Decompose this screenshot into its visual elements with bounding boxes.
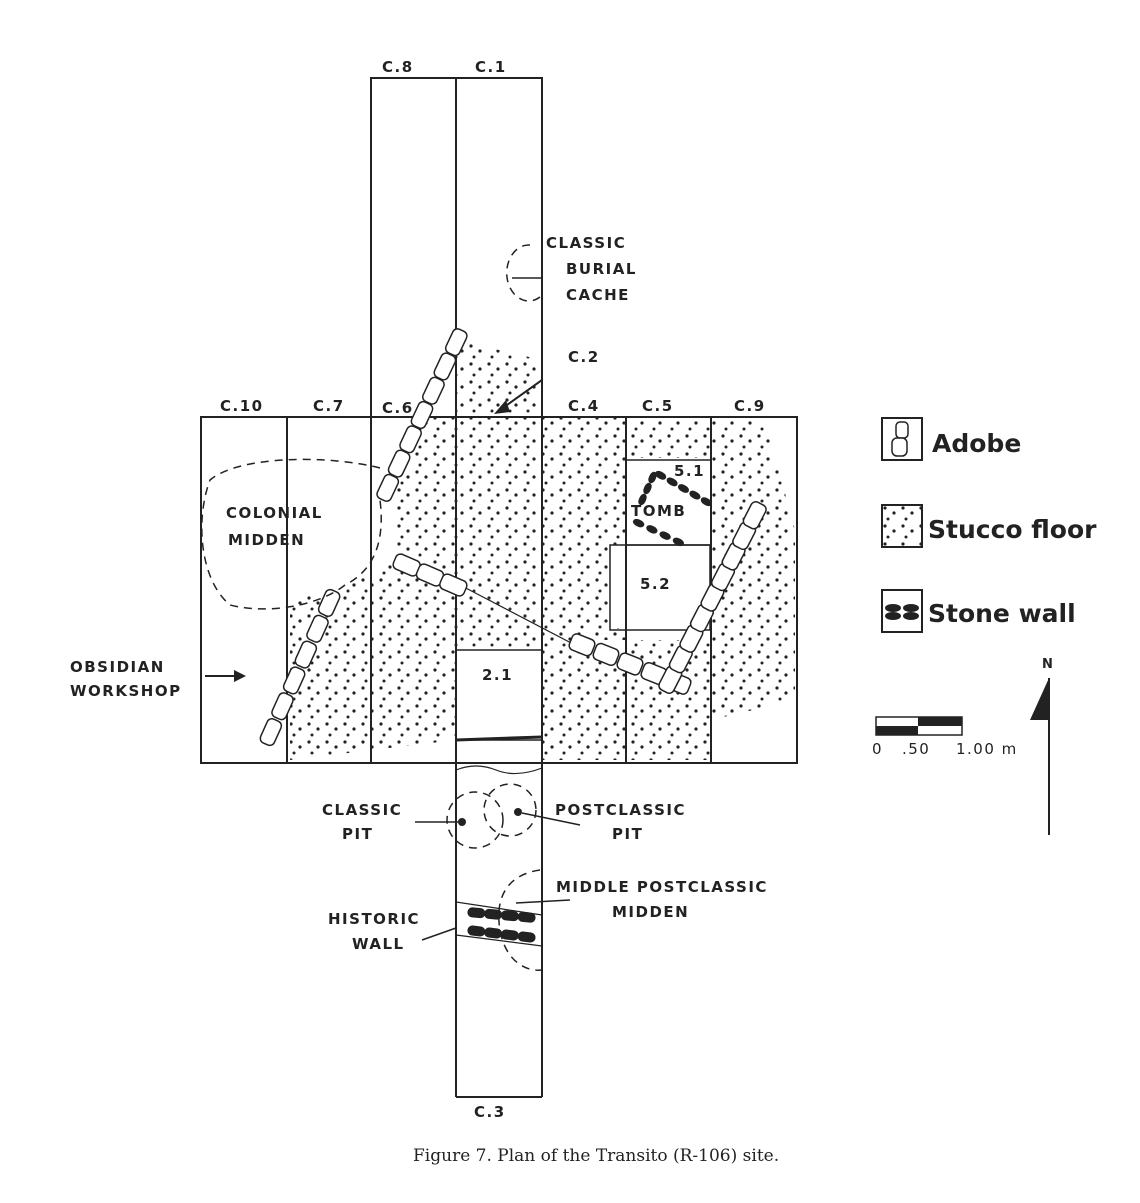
label-workshop: WORKSHOP bbox=[70, 682, 182, 700]
unit-c2: C.2 bbox=[568, 348, 600, 366]
label-classic-pit: CLASSIC bbox=[322, 801, 402, 819]
label-postclassic-pit: PIT bbox=[612, 825, 643, 843]
unit-c1: C.1 bbox=[475, 58, 507, 76]
adobe-walls bbox=[259, 328, 767, 747]
label-midden: MIDDEN bbox=[228, 531, 305, 549]
stone-block bbox=[484, 927, 503, 939]
c2-arrowhead bbox=[494, 400, 510, 414]
stone-block bbox=[666, 477, 678, 487]
tomb-label: TOMB bbox=[631, 502, 686, 520]
adobe-block bbox=[410, 400, 434, 430]
unit-5-1: 5.1 bbox=[674, 462, 705, 480]
stone-block bbox=[467, 925, 486, 937]
label-wall: WALL bbox=[352, 935, 405, 953]
stone-block bbox=[677, 484, 690, 493]
figure-caption: Figure 7. Plan of the Transito (R-106) s… bbox=[413, 1146, 779, 1166]
adobe-block bbox=[742, 501, 767, 530]
stone-block bbox=[643, 482, 652, 495]
legend-stucco: Stucco floor bbox=[928, 515, 1097, 544]
unit-c9: C.9 bbox=[734, 397, 766, 415]
label-historic: HISTORIC bbox=[328, 910, 420, 928]
stone-block bbox=[659, 531, 671, 540]
stone-block bbox=[500, 929, 519, 941]
adobe-block bbox=[376, 473, 400, 502]
adobe-block bbox=[422, 376, 445, 405]
unit-5-2: 5.2 bbox=[640, 575, 671, 593]
label-pit: PIT bbox=[342, 825, 373, 843]
adobe-block bbox=[317, 588, 341, 617]
stone-block bbox=[648, 471, 657, 484]
adobe-block bbox=[294, 640, 318, 669]
pits bbox=[446, 783, 537, 849]
stone-block bbox=[655, 470, 667, 480]
legend: Adobe Stucco floor Stone wall bbox=[881, 417, 1097, 633]
stone-block bbox=[517, 931, 536, 943]
historic-wall bbox=[455, 901, 543, 947]
middle-postclassic-midden-outline bbox=[498, 869, 543, 971]
label-colonial: COLONIAL bbox=[226, 504, 323, 522]
tomb-stone-wall bbox=[632, 470, 712, 547]
label-mp-midden: MIDDEN bbox=[612, 903, 689, 921]
stone-block bbox=[500, 910, 519, 922]
legend-adobe: Adobe bbox=[932, 429, 1021, 458]
stone-block bbox=[638, 493, 647, 506]
stone-block bbox=[700, 497, 712, 507]
label-postclassic: POSTCLASSIC bbox=[555, 801, 686, 819]
adobe-block bbox=[433, 352, 457, 381]
unit-2-1: 2.1 bbox=[482, 666, 513, 684]
adobe-block bbox=[387, 449, 411, 478]
label-cache: CACHE bbox=[566, 286, 630, 304]
stone-block bbox=[689, 490, 701, 500]
label-burial: BURIAL bbox=[566, 260, 637, 278]
unit-c6: C.6 bbox=[382, 399, 414, 417]
adobe-block bbox=[592, 642, 620, 666]
adobe-block bbox=[282, 666, 306, 695]
scale-0: 0 bbox=[872, 740, 883, 758]
stone-block bbox=[467, 907, 486, 919]
north-arrow: N bbox=[1030, 657, 1054, 835]
colonial-midden-outline bbox=[201, 458, 382, 610]
adobe-block bbox=[271, 692, 294, 721]
stone-block bbox=[672, 537, 685, 547]
adobe-block bbox=[399, 425, 422, 454]
unit-c8: C.8 bbox=[382, 58, 414, 76]
stone-block bbox=[646, 525, 658, 534]
adobe-block bbox=[439, 573, 468, 597]
stucco-floor-areas bbox=[290, 340, 795, 760]
legend-stone-wall: Stone wall bbox=[928, 599, 1076, 628]
stone-block bbox=[484, 908, 503, 920]
adobe-block bbox=[568, 633, 596, 657]
adobe-block bbox=[306, 614, 329, 643]
scale-bar: 0 .50 1.00 m bbox=[872, 716, 1018, 758]
unit-labels: C.8 C.1 C.2 C.3 C.4 C.5 C.6 C.7 C.9 C.10… bbox=[220, 58, 766, 1121]
label-middle-postclassic: MIDDLE POSTCLASSIC bbox=[556, 878, 768, 896]
unit-c7: C.7 bbox=[313, 397, 345, 415]
label-obsidian: OBSIDIAN bbox=[70, 658, 165, 676]
label-classic: CLASSIC bbox=[546, 234, 626, 252]
unit-c5: C.5 bbox=[642, 397, 674, 415]
adobe-block bbox=[444, 328, 468, 357]
unit-c4: C.4 bbox=[568, 397, 600, 415]
scale-100: 1.00 m bbox=[956, 740, 1018, 758]
stone-block bbox=[517, 911, 536, 923]
adobe-block bbox=[616, 652, 644, 676]
adobe-block bbox=[259, 718, 283, 747]
unit-c3: C.3 bbox=[474, 1103, 506, 1121]
unit-c10: C.10 bbox=[220, 397, 264, 415]
north-label: N bbox=[1042, 657, 1054, 672]
scale-50: .50 bbox=[902, 740, 930, 758]
stone-block bbox=[632, 518, 645, 528]
burial-cache-outline bbox=[506, 244, 541, 302]
